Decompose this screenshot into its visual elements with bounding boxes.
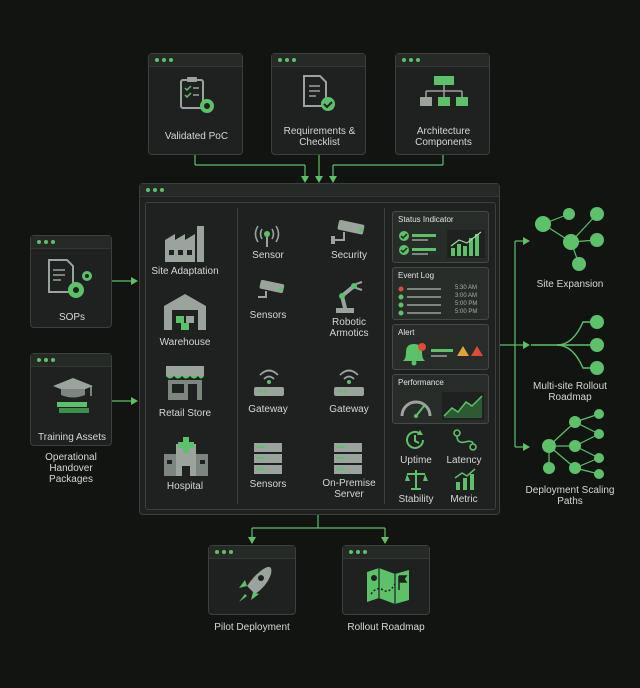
validated-poc-label: Validated PoC	[164, 131, 229, 142]
rollout-roadmap-label: Rollout Roadmap	[347, 622, 425, 633]
training-assets-label: Training Assets	[38, 432, 106, 443]
architecture-tree-icon	[420, 76, 468, 106]
multi-site-rollout-icon	[531, 315, 604, 375]
gateway-right-label: Gateway	[329, 404, 369, 415]
event-log-rows	[398, 286, 441, 316]
alert-bell-icon	[403, 343, 483, 366]
site-adaptation-label: Site Adaptation	[151, 266, 219, 277]
requirements-card[interactable]: Requirements & Checklist	[271, 53, 366, 155]
rocket-icon	[239, 566, 272, 602]
rollout-roadmap-card[interactable]	[342, 545, 430, 615]
sensor-antenna-icon	[254, 225, 280, 247]
hospital-label: Hospital	[166, 481, 204, 492]
metric-chart-icon	[454, 468, 476, 490]
warehouse-icon	[164, 294, 206, 330]
security-label: Security	[330, 250, 368, 261]
sops-card[interactable]: SOPs	[30, 235, 112, 328]
performance-panel[interactable]: Performance	[392, 374, 489, 424]
clipboard-gear-icon	[180, 77, 214, 113]
server-rack-icon	[334, 443, 362, 474]
validated-poc-card[interactable]: Validated PoC	[148, 53, 243, 155]
hospital-icon	[164, 437, 208, 476]
gateway-router-left-icon	[254, 369, 284, 396]
handover-caption: Operational Handover Packages	[45, 452, 97, 485]
warehouse-label: Warehouse	[159, 337, 211, 348]
pilot-deployment-label: Pilot Deployment	[214, 622, 290, 633]
sensor-label: Sensor	[252, 250, 284, 261]
metric-label: Metric	[450, 494, 478, 505]
event-time-3: 5:00 PM	[455, 309, 478, 315]
event-log-panel[interactable]: Event Log 5:30 AM 3:00 AM 5:00 PM 5:00 P…	[392, 267, 489, 320]
requirements-label: Requirements & Checklist	[283, 126, 356, 148]
status-check-icons	[399, 230, 485, 258]
site-expansion-network-icon	[535, 207, 604, 271]
event-time-0: 5:30 AM	[455, 285, 478, 291]
sops-label: SOPs	[58, 312, 86, 323]
alert-panel[interactable]: Alert	[392, 324, 489, 370]
site-expansion-label: Site Expansion	[536, 279, 604, 290]
event-log-title: Event Log	[398, 271, 435, 280]
gateway-router-right-icon	[334, 369, 364, 396]
sensors-rack-icon	[254, 443, 282, 474]
robotic-armotics-label: Robotic Armotics	[329, 317, 369, 339]
performance-title: Performance	[398, 378, 444, 387]
pilot-deployment-card[interactable]	[208, 545, 296, 615]
status-indicator-panel[interactable]: Status Indicator	[392, 211, 489, 263]
graduation-cap-books-icon	[53, 378, 93, 413]
multi-site-rollout-label: Multi-site Rollout Roadmap	[533, 381, 607, 403]
retail-store-label: Retail Store	[158, 408, 212, 419]
uptime-icon	[406, 430, 424, 449]
sensors-top-label: Sensors	[249, 310, 287, 321]
architecture-card[interactable]: Architecture Components	[395, 53, 490, 155]
training-assets-card[interactable]: Training Assets	[30, 353, 112, 446]
checklist-document-icon	[303, 75, 335, 111]
retail-store-icon	[166, 366, 204, 400]
robotic-arm-icon	[336, 281, 363, 313]
stability-scale-icon	[405, 470, 428, 490]
status-indicator-title: Status Indicator	[398, 215, 454, 224]
latency-label: Latency	[446, 455, 482, 466]
gateway-left-label: Gateway	[248, 404, 288, 415]
alert-title: Alert	[398, 328, 415, 337]
roadmap-map-icon	[367, 568, 409, 604]
uptime-label: Uptime	[400, 455, 432, 466]
sensors-camera-icon	[258, 279, 285, 298]
sensors-bottom-label: Sensors	[249, 479, 287, 490]
sop-document-gear-icon	[48, 259, 92, 298]
event-time-2: 5:00 PM	[455, 301, 478, 307]
deployment-scaling-network-icon	[542, 409, 604, 479]
latency-icon	[453, 429, 477, 451]
performance-gauge-chart	[400, 392, 484, 420]
security-camera-icon	[331, 219, 365, 244]
factory-icon	[165, 226, 204, 262]
event-time-1: 3:00 AM	[455, 293, 478, 299]
on-premise-server-label: On-Premise Server	[322, 478, 376, 500]
deployment-scaling-label: Deployment Scaling Paths	[525, 485, 615, 507]
stability-label: Stability	[398, 494, 434, 505]
architecture-label: Architecture Components	[415, 126, 472, 148]
